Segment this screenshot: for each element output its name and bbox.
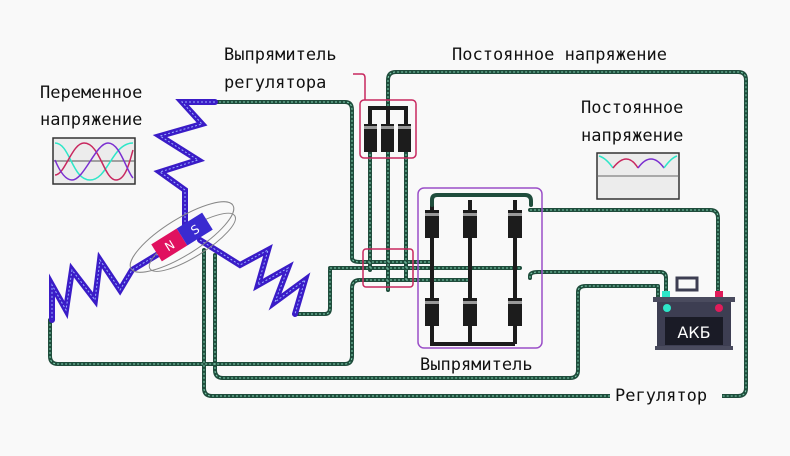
diode [381,124,394,152]
rotor-magnet: N S [129,201,236,273]
battery-terminal-positive [715,291,723,298]
regulator-pointer [353,73,366,100]
diode [425,298,439,326]
dc-waveform [596,152,680,200]
wire-highlight [49,279,361,365]
wave-phase-3 [54,142,134,181]
wire-highlight [203,250,610,397]
diode [425,210,439,238]
battery[interactable]: АКБ [653,276,735,350]
label-dc-top: Постоянное напряжение [452,45,667,65]
wire-highlight [214,255,659,379]
label-reg-rectifier-1: Выпрямитель [224,45,337,65]
ac-waveform [52,137,136,185]
magnet-north [151,228,188,262]
wire-highlight [529,271,667,298]
coil-top [152,99,218,231]
wires [48,70,748,398]
wire-top-coil [213,100,432,264]
diode [463,210,477,238]
coil-left [49,247,168,323]
battery-label: АКБ [677,323,710,342]
label-dc-right-2: напряжение [581,126,683,146]
negative-indicator [663,304,671,312]
magnet-south [176,212,213,246]
regulator-rectifier [353,73,417,288]
wave-phase-2 [54,142,134,181]
wire-right-coil [293,268,332,316]
wire-highlight [529,209,719,290]
wire-highlight [387,71,747,397]
main-rectifier [417,187,543,349]
label-reg-rectifier-2: регулятора [224,73,326,93]
label-regulator: Регулятор [615,386,707,406]
regulator-junction-box [362,248,414,288]
diode [398,124,411,152]
label-ac-voltage-1: Переменное [40,83,142,103]
diode [463,298,477,326]
rectifier-box [417,187,543,349]
diode [508,210,522,238]
positive-indicator [715,304,723,312]
label-dc-right-1: Постоянное [581,98,683,118]
wire-highlight [215,101,430,263]
label-rectifier: Выпрямитель [420,355,533,375]
label-ac-voltage-2: напряжение [40,110,142,130]
diode [364,124,377,152]
battery-terminal-negative [662,291,670,298]
diode [508,298,522,326]
coils [49,99,311,323]
regulator-rectifier-box [359,99,417,159]
